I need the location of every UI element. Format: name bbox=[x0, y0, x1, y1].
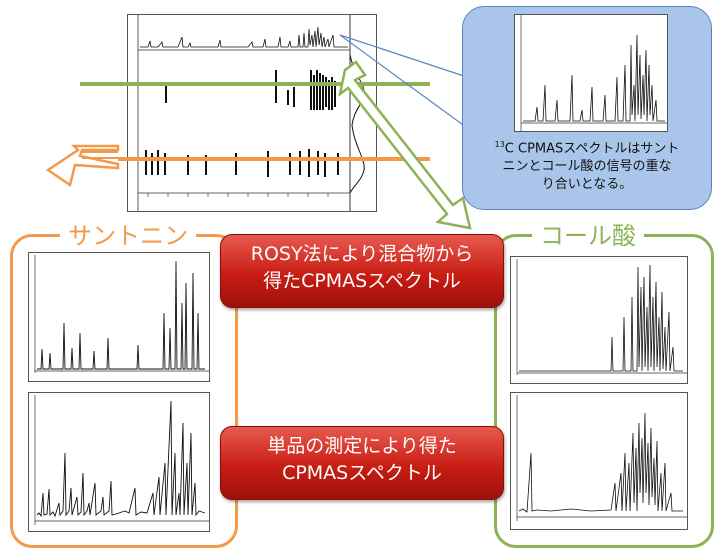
callout-text-line2: ニンとコール酸の信号の重な bbox=[502, 159, 672, 175]
callout-text: 13C CPMASスペクトルはサント ニンとコール酸の信号の重な り合いとなる。 bbox=[470, 136, 704, 194]
rosy-2d-spectrum bbox=[127, 14, 377, 212]
callout-spectrum-graphic bbox=[520, 15, 667, 131]
cholic-rosy-spectrum bbox=[510, 256, 688, 384]
santonin-rosy-spectrum bbox=[28, 252, 210, 382]
rosy-spectrum-label: ROSY法により混合物から 得たCPMASスペクトル bbox=[220, 234, 504, 308]
callout-superscript: 13 bbox=[494, 140, 505, 149]
cholic-single-spectrum bbox=[510, 392, 688, 530]
single-label-line1: 単品の測定により得た bbox=[267, 435, 457, 457]
orange-arrow-lines bbox=[78, 145, 118, 159]
santonin-title: サントニン bbox=[60, 222, 196, 250]
callout-text-line1: C CPMASスペクトルはサント bbox=[504, 141, 680, 157]
cholic-single-graphic bbox=[516, 395, 687, 521]
single-label-line2: CPMASスペクトル bbox=[282, 462, 442, 484]
callout-text-line3: り合いとなる。 bbox=[541, 177, 633, 193]
santonin-rosy-graphic bbox=[34, 255, 209, 373]
single-spectrum-label: 単品の測定により得た CPMASスペクトル bbox=[220, 426, 504, 500]
rosy-label-line1: ROSY法により混合物から bbox=[250, 243, 474, 265]
callout-spectrum bbox=[514, 14, 668, 132]
cholic-title: コール酸 bbox=[532, 222, 644, 250]
rosy-santonin-peaks bbox=[145, 149, 339, 177]
santonin-single-spectrum bbox=[28, 392, 210, 532]
cholic-rosy-graphic bbox=[516, 259, 687, 375]
santonin-single-graphic bbox=[34, 395, 209, 525]
green-arrow bbox=[338, 60, 472, 230]
rosy-label-line2: 得たCPMASスペクトル bbox=[263, 270, 461, 292]
